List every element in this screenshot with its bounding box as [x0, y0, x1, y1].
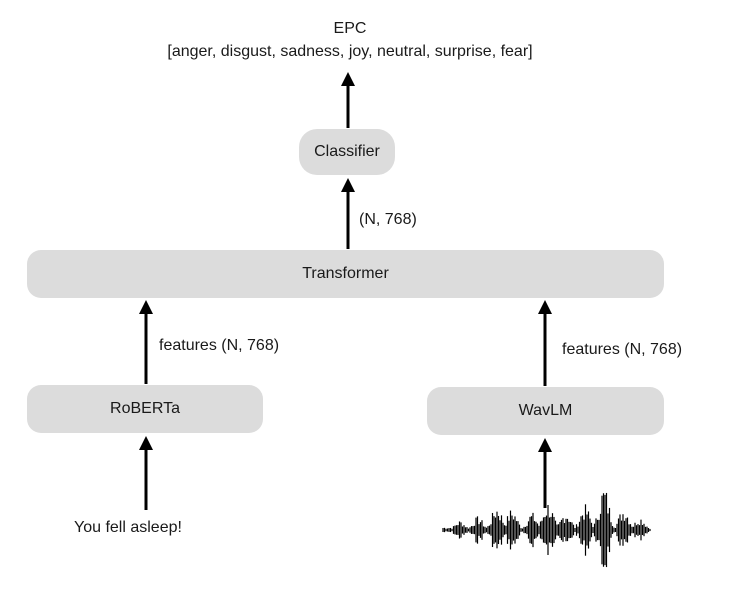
transformer-label: Transformer — [302, 265, 389, 282]
roberta-label: RoBERTa — [110, 400, 180, 417]
output-classes: [anger, disgust, sadness, joy, neutral, … — [167, 43, 533, 60]
edge-label-roberta-transformer: features (N, 768) — [159, 337, 280, 354]
classifier-label: Classifier — [314, 143, 380, 160]
edge-label-transformer-classifier: (N, 768) — [359, 211, 417, 228]
input-text: You fell asleep! — [74, 519, 182, 536]
output-title: EPC — [333, 20, 367, 37]
edge-label-wavlm-transformer: features (N, 768) — [562, 341, 683, 358]
roberta-node: RoBERTa — [27, 385, 263, 433]
wavlm-label: WavLM — [518, 402, 573, 419]
wavlm-node: WavLM — [427, 387, 664, 435]
classifier-node: Classifier — [299, 129, 395, 175]
audio-waveform-icon — [442, 492, 651, 568]
transformer-node: Transformer — [27, 250, 664, 298]
